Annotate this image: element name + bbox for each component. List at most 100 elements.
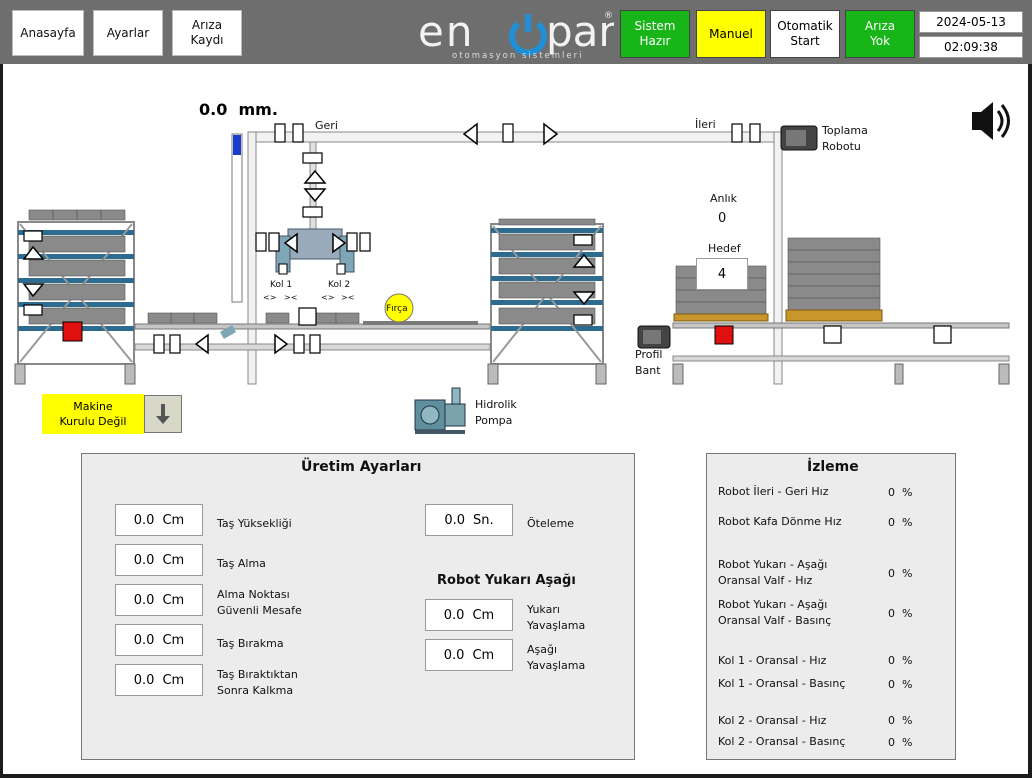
auto-start-button[interactable]: Otomatik Start: [770, 10, 840, 58]
arrow-down-icon: [156, 404, 170, 424]
machine-diagram: [14, 102, 1010, 434]
safe-distance-label-2: Güvenli Mesafe: [217, 604, 302, 617]
arrow-up-icon[interactable]: [303, 169, 327, 184]
arm-close-right-icon[interactable]: [332, 232, 347, 254]
brush-label: Fırça: [386, 304, 408, 314]
rail-sensor-1: [274, 123, 286, 143]
lc-sensor-2: [169, 334, 181, 354]
arrow-down-icon[interactable]: [303, 188, 327, 203]
fault-log-button[interactable]: Arıza Kaydı: [172, 10, 242, 56]
arm1-sensor-2: [268, 232, 280, 252]
robot-updown-title: Robot Yukarı Aşağı: [437, 573, 576, 588]
fault-status-indicator: Arıza Yok: [845, 10, 915, 58]
system-ready-label-1: Sistem: [634, 19, 676, 33]
speaker-icon[interactable]: [972, 102, 1010, 140]
robot-fwd-back-speed-label: Robot İleri - Geri Hız: [718, 485, 829, 498]
manual-mode-button[interactable]: Manuel: [696, 10, 766, 58]
gripper-assembly: [275, 228, 355, 275]
left-rack-sensor-2: [23, 304, 43, 316]
arm2-sensor-1: [346, 232, 358, 252]
down-slowdown-label-2: Yavaşlama: [527, 659, 586, 672]
mid-rack-up-icon[interactable]: [572, 253, 596, 268]
enopan-logo: en pan ® otomasyon sistemleri: [418, 7, 625, 61]
arm2-speed-label: Kol 2 - Oransal - Hız: [718, 714, 827, 727]
stone-height-input[interactable]: 0.0 Cm: [115, 504, 203, 536]
up-slowdown-label-1: Yukarı: [527, 603, 560, 616]
mid-rack-sensor-1: [573, 234, 593, 246]
conveyor-right-icon[interactable]: [274, 333, 289, 355]
stone-height-unit: Cm: [162, 512, 185, 528]
rail-sensor-4: [731, 123, 743, 143]
arrow-right-icon[interactable]: [543, 122, 559, 146]
mid-rack-down-icon[interactable]: [572, 291, 596, 306]
safe-distance-input[interactable]: 0.0 Cm: [115, 584, 203, 616]
stone-height-value: 0.0: [133, 512, 155, 528]
profile-belt-label-1: Profil: [635, 348, 663, 361]
arm2-label: Kol 2: [328, 280, 351, 290]
home-button[interactable]: Anasayfa: [12, 10, 84, 56]
lc-sensor-3: [293, 334, 305, 354]
machine-status-label-2: Kurulu Değil: [59, 415, 127, 428]
instant-label: Anlık: [710, 192, 737, 205]
robot-updown-valve-pressure-value: 0 %: [888, 607, 913, 620]
lift-after-drop-input[interactable]: 0.0 Cm: [115, 664, 203, 696]
safe-distance-unit: Cm: [162, 592, 185, 608]
arm-close-left-icon[interactable]: [283, 232, 298, 254]
down-slowdown-unit: Cm: [472, 647, 495, 663]
offset-value: 0.0: [444, 512, 466, 528]
robot-fwd-back-speed-value: 0 %: [888, 486, 913, 499]
arm2-pressure-label: Kol 2 - Oransal - Basınç: [718, 735, 846, 748]
production-title: Üretim Ayarları: [301, 459, 422, 475]
system-ready-indicator: Sistem Hazır: [620, 10, 690, 58]
left-rack-up-icon[interactable]: [22, 245, 45, 260]
gather-robot-label-2: Robotu: [822, 140, 861, 153]
lift-after-drop-value: 0.0: [133, 672, 155, 688]
profile-belt-motor-icon: [637, 325, 671, 349]
rc-sensor-2: [933, 325, 952, 344]
lift-after-drop-label-2: Sonra Kalkma: [217, 684, 294, 697]
arrow-left-icon[interactable]: [462, 122, 478, 146]
instant-value: 0: [718, 211, 727, 226]
arm1-arrows-close: ><: [284, 293, 298, 302]
head-sensor-1: [302, 152, 323, 164]
robot-updown-valve-speed-label-2: Oransal Valf - Hız: [718, 574, 813, 587]
lift-after-drop-unit: Cm: [162, 672, 185, 688]
system-ready-label-2: Hazır: [639, 34, 671, 48]
arm2-speed-value: 0 %: [888, 714, 913, 727]
hydraulic-label-1: Hidrolik: [475, 398, 517, 411]
date-display: 2024-05-13: [919, 11, 1023, 33]
left-rack-down-icon[interactable]: [22, 283, 45, 298]
stone-pick-unit: Cm: [162, 552, 185, 568]
target-input[interactable]: 4: [696, 258, 748, 290]
hydraulic-pump-icon: [414, 387, 466, 434]
conveyor-left-icon[interactable]: [194, 333, 209, 355]
mid-rack-sensor-2: [573, 314, 593, 326]
head-sensor-2: [302, 206, 323, 218]
time-display: 02:09:38: [919, 36, 1023, 58]
fault-log-label-1: Arıza: [191, 18, 223, 32]
arm1-pressure-value: 0 %: [888, 678, 913, 691]
back-label: Geri: [315, 119, 338, 132]
robot-head-rotate-speed-value: 0 %: [888, 516, 913, 529]
lc-sensor-4: [309, 334, 321, 354]
robot-updown-valve-pressure-label-2: Oransal Valf - Basınç: [718, 614, 832, 627]
left-column: [247, 131, 257, 385]
header-bar: Anasayfa Ayarlar Arıza Kaydı en pan ® ot…: [0, 0, 1032, 64]
target-label: Hedef: [708, 242, 741, 255]
robot-updown-valve-speed-label-1: Robot Yukarı - Aşağı: [718, 558, 828, 571]
rail-sensor-5: [749, 123, 761, 143]
safe-distance-label-1: Alma Noktası: [217, 588, 290, 601]
machine-setup-button[interactable]: [144, 395, 182, 433]
arm2-sensor-2: [359, 232, 371, 252]
settings-button[interactable]: Ayarlar: [93, 10, 163, 56]
fault-status-label-1: Arıza: [864, 19, 896, 33]
safe-distance-value: 0.0: [133, 592, 155, 608]
arm2-pressure-value: 0 %: [888, 736, 913, 749]
arm1-sensor-1: [255, 232, 267, 252]
arm1-label: Kol 1: [270, 280, 293, 290]
